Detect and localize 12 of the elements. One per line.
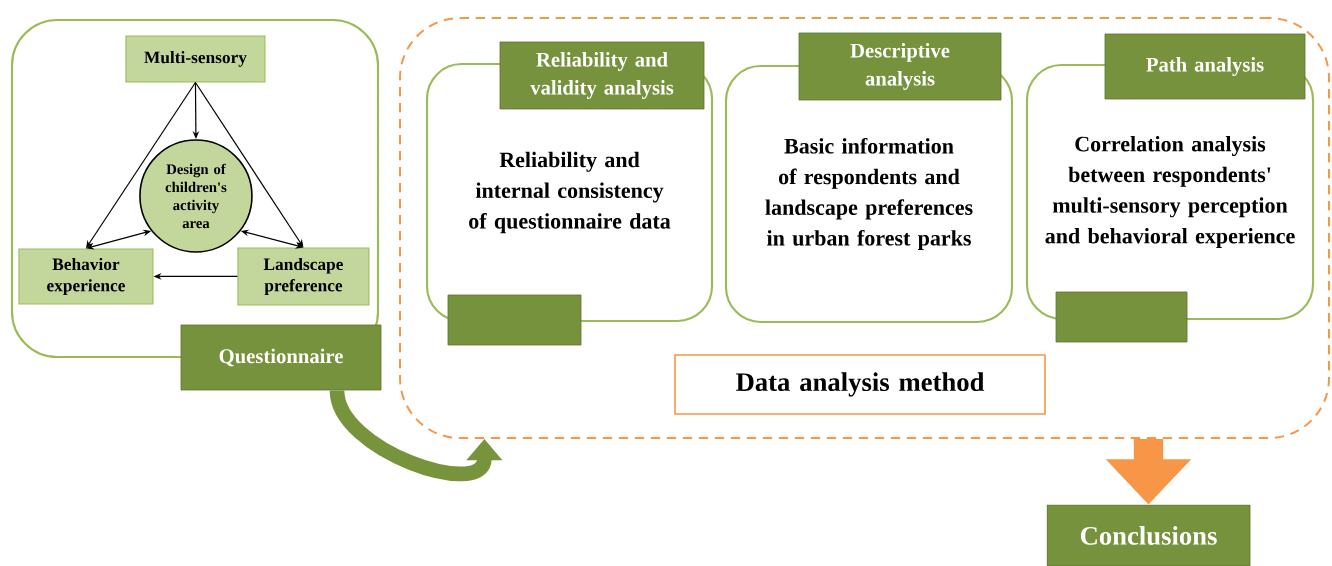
heading-box: Descriptive analysis (798, 32, 1002, 101)
dashed-region (399, 17, 1330, 439)
tag-box (447, 294, 582, 346)
title-box: Data analysis method (674, 354, 1046, 415)
heading-box: Questionnaire (180, 324, 382, 391)
concept-box: Multi-sensory (125, 35, 266, 83)
concept-box: Behavior experience (18, 248, 154, 305)
heading-box: Reliability and validity analysis (499, 41, 705, 110)
heading-box: Path analysis (1104, 33, 1306, 100)
conclusion-box: Conclusions (1046, 504, 1251, 566)
tag-box (1055, 291, 1188, 343)
concept-box: Landscape preference (237, 247, 370, 306)
